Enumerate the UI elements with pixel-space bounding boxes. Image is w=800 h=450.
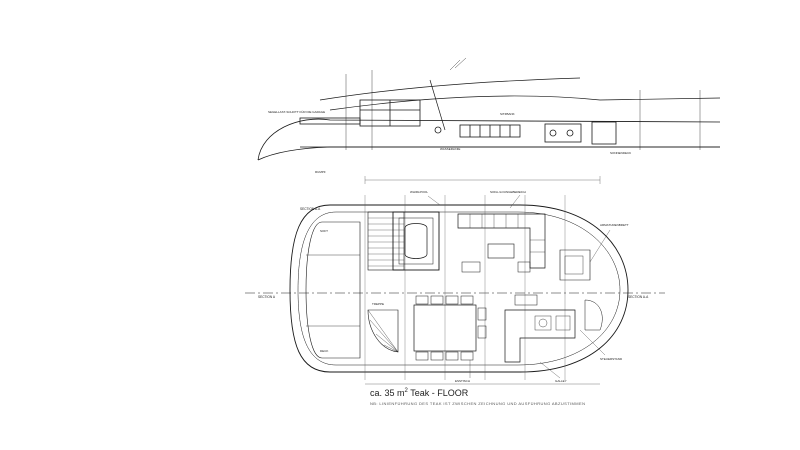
plan-note-sofa: SOFA-/LOUNGEBEREICH [490,190,526,194]
profile-note-bow: SEGELLAST-SCHOTT FÜR DIE GARAGE [268,110,325,114]
profile-canopy-arc [319,77,581,101]
plan-bow-seat [584,299,603,331]
plan-whirlpool-frame [392,211,440,271]
plan-chair [415,295,429,305]
plan-side-unit-2 [461,261,481,273]
plan-label-section-top: SECTION A-A [300,207,321,211]
plan-note-right-bottom: STEUERSTAND [600,357,623,361]
profile-stern-box [591,121,617,145]
plan-chair [445,351,459,361]
plan-note-left-top: SOFT [320,229,328,233]
caption-suffix: Teak - FLOOR [407,388,469,398]
profile-winch [434,126,442,134]
caption-superscript: 2 [404,388,408,394]
plan-note-left-bottom: DECK [320,349,328,353]
plan-grating-area [367,211,405,271]
plan-chair [415,351,429,361]
floor-plan [245,176,665,385]
plan-label-section-left: SECTION A [258,295,276,299]
plan-note-galley: GALLEY [555,379,567,383]
plan-stern-cockpit [305,221,361,359]
plan-chair [430,295,444,305]
plan-hull-inner [297,211,621,366]
plan-note-pool: WHIRLPOOL [410,190,428,194]
plan-dining-table [413,304,477,352]
profile-note-seat: SITZBANK [500,112,515,116]
plan-helm-console [559,249,591,281]
plan-chair [477,307,487,321]
plan-side-unit-1 [517,261,531,273]
plan-sofa [457,213,546,269]
plan-galley [504,309,576,363]
plan-note-table: ESSTISCH [455,379,470,383]
profile-mast-line [429,79,446,131]
profile-hull-curve [257,118,721,161]
plan-label-section-right: SECTION A-A [628,295,649,299]
plan-chair [477,325,487,339]
profile-note-deck: SONNENDECK [610,151,631,155]
plan-chair [445,295,459,305]
plan-chair [430,351,444,361]
profile-rail [299,117,361,125]
profile-roof-arc [329,95,721,111]
drawing-subcaption: NB: LINIENFÜHRUNG DES TEAK IST ZWISCHEN … [370,401,586,406]
plan-chair [460,295,474,305]
side-profile [257,57,721,161]
caption-prefix: ca. 35 m [370,388,405,398]
plan-hull-outline [289,204,629,373]
drawing-caption: ca. 35 m2 Teak - FLOOR [370,388,468,398]
profile-keel-line [257,146,720,161]
plan-coffee-table [487,243,515,259]
plan-note-right-top: ARMATURENBRETT [600,223,629,227]
profile-console [544,123,582,143]
profile-note-hull: RUMPF [315,170,326,174]
plan-chair [460,351,474,361]
plan-galley-box [514,294,538,306]
profile-note-water: WASSERLINIE [440,147,460,151]
plan-whirlpool-tub [404,223,428,259]
plan-note-stairs: TREPPE [372,302,384,306]
